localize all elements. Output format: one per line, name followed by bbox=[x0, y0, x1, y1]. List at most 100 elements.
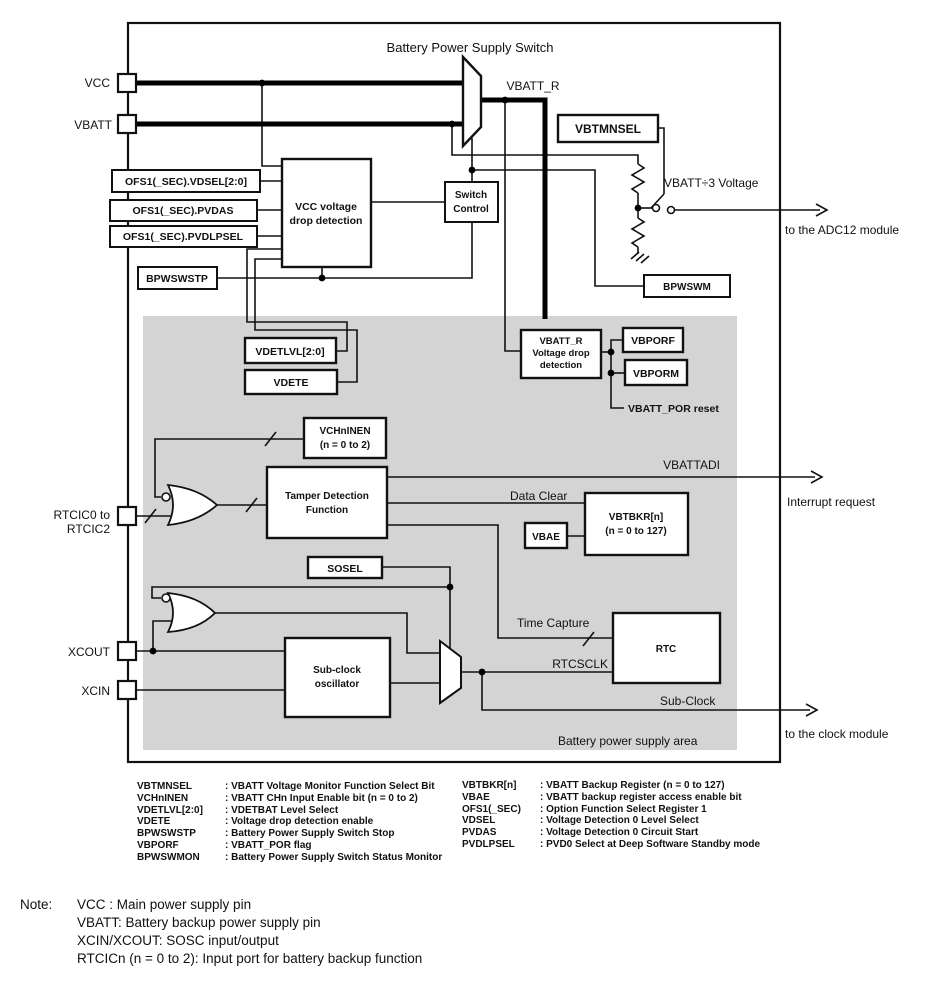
junction-dot bbox=[607, 348, 615, 356]
box-vbae bbox=[523, 521, 569, 550]
box-switch-control bbox=[444, 181, 499, 223]
box-label-vbporm: VBPORM bbox=[633, 368, 679, 380]
box-label-subclock-osc-1: Sub-clock bbox=[313, 665, 361, 676]
box-label-vbtbkr-1: VBTBKR[n] bbox=[609, 512, 663, 523]
pin-vbatt bbox=[116, 113, 138, 135]
note-line: VBATT: Battery backup power supply pin bbox=[77, 915, 321, 930]
legend-term: VBTBKR[n] bbox=[462, 780, 517, 791]
pin-rtcic bbox=[116, 505, 138, 527]
legend-row: VDETE: Voltage drop detection enable bbox=[137, 816, 442, 828]
box-vbtbkr bbox=[583, 491, 690, 557]
pin-vcc bbox=[116, 72, 138, 94]
arrow-icon bbox=[810, 470, 824, 484]
label-vbattadi: VBATTADI bbox=[663, 458, 720, 472]
invert-bubble-icon bbox=[161, 492, 171, 502]
box-rtc bbox=[611, 611, 722, 685]
pin-label-xcout: XCOUT bbox=[68, 645, 111, 659]
legend-term: PVDLPSEL bbox=[462, 838, 515, 850]
switch-contact bbox=[666, 205, 676, 215]
box-label-vbattr-drop-2: Voltage drop bbox=[532, 348, 590, 359]
note-line: VCC : Main power supply pin bbox=[77, 897, 252, 912]
box-label-vdetlvl: VDETLVL[2:0] bbox=[255, 346, 324, 358]
legend-desc: : PVD0 Select at Deep Software Standby m… bbox=[540, 838, 761, 850]
resistor-icon bbox=[630, 163, 646, 194]
legend-desc: : VBATT Backup Register (n = 0 to 127) bbox=[540, 780, 725, 791]
label-battery-area: Battery power supply area bbox=[558, 734, 698, 748]
box-vbporf bbox=[621, 326, 685, 354]
legend-row: VBPORF : VBATT_POR flag bbox=[137, 840, 442, 852]
legend-term: BPWSWSTP bbox=[137, 828, 196, 840]
box-label-vchninen-1: VCHnINEN bbox=[319, 426, 370, 437]
box-label-sosel: SOSEL bbox=[327, 563, 363, 575]
legend-desc: : VDETBAT Level Select bbox=[225, 804, 339, 816]
junction-dots bbox=[149, 79, 642, 676]
box-label-rtc: RTC bbox=[656, 644, 677, 655]
box-bpwswstp bbox=[137, 266, 218, 290]
note-line: RTCICn (n = 0 to 2): Input port for batt… bbox=[77, 951, 423, 966]
legend-term: VBAE bbox=[462, 791, 490, 803]
legend-term: VBTMNSEL bbox=[137, 781, 192, 792]
legend-term: VDSEL bbox=[462, 815, 496, 827]
mux-battery-switch bbox=[461, 53, 483, 150]
box-label-subclock-osc-2: oscillator bbox=[315, 679, 360, 690]
box-vbattr-drop-detection bbox=[519, 328, 603, 380]
label-to-adc: to the ADC12 module bbox=[785, 223, 899, 237]
legend-right-column: VBTBKR[n] : VBATT Backup Register (n = 0 … bbox=[462, 780, 760, 851]
legend-term: VDETE bbox=[137, 816, 171, 828]
arrow-icon bbox=[815, 203, 829, 217]
junction-dot bbox=[478, 668, 486, 676]
box-label-vbattr-drop-1: VBATT_R bbox=[539, 336, 582, 347]
pin-xcin bbox=[116, 679, 138, 701]
box-label-vchninen-2: (n = 0 to 2) bbox=[320, 440, 370, 451]
junction-dot bbox=[318, 274, 326, 282]
note-label: Note: bbox=[20, 897, 53, 912]
box-label-switch-control-1: Switch bbox=[455, 190, 487, 201]
label-to-clock: to the clock module bbox=[785, 727, 889, 741]
wire-gate2-lower-input bbox=[152, 620, 172, 651]
legend-row: BPWSWMON: Battery Power Supply Switch St… bbox=[137, 852, 442, 864]
legend-desc: : Battery Power Supply Switch Status Mon… bbox=[225, 851, 443, 863]
box-tamper-detection bbox=[265, 465, 389, 540]
wire-bpwswstp bbox=[217, 222, 473, 279]
wire-sosel-select bbox=[382, 566, 451, 648]
wire-vdetlvl-link bbox=[246, 248, 348, 352]
pin-label-rtcic-1: RTCIC0 to bbox=[54, 508, 111, 522]
box-label-vbtmnsel: VBTMNSEL bbox=[575, 122, 641, 136]
box-ofs-vdsel bbox=[111, 169, 261, 193]
legend-row: BPWSWSTP: Battery Power Supply Switch St… bbox=[137, 828, 442, 840]
label-vbatt-por-reset: VBATT_POR reset bbox=[628, 403, 719, 415]
box-subclock-oscillator bbox=[283, 636, 392, 719]
legend-desc: : VBATT backup register access enable bi… bbox=[540, 791, 742, 803]
pin-label-rtcic-2: RTCIC2 bbox=[67, 522, 110, 536]
legend-row: PVDLPSEL : PVD0 Select at Deep Software S… bbox=[462, 839, 760, 851]
box-label-vbporf: VBPORF bbox=[631, 335, 675, 347]
legend-row: VBAE : VBATT backup register access enabl… bbox=[462, 792, 760, 804]
legend-row: VBTBKR[n] : VBATT Backup Register (n = 0 … bbox=[462, 780, 760, 792]
box-label-vbtbkr-2: (n = 0 to 127) bbox=[605, 526, 666, 537]
legend-desc: : VBATT CHn Input Enable bit (n = 0 to 2… bbox=[225, 792, 418, 804]
legend-row: VDSEL: Voltage Detection 0 Level Select bbox=[462, 815, 760, 827]
labels: Battery Power Supply Switch VCC VBATT RT… bbox=[54, 40, 900, 748]
wire-vchninen-enable bbox=[154, 438, 304, 498]
note-line: XCIN/XCOUT: SOSC input/output bbox=[77, 933, 279, 948]
box-bpwswm bbox=[643, 274, 731, 298]
junction-dot bbox=[446, 583, 454, 591]
bus-slashes bbox=[144, 431, 595, 647]
legend-desc: : VBATT_POR flag bbox=[225, 839, 312, 851]
invert-bubble-icon bbox=[161, 593, 171, 603]
legend-term: OFS1(_SEC) bbox=[462, 803, 521, 815]
label-vbatt-div3: VBATT÷3 Voltage bbox=[664, 176, 759, 190]
arrowheads bbox=[805, 203, 829, 717]
box-label-ofs-vdsel: OFS1(_SEC).VDSEL[2:0] bbox=[125, 176, 247, 188]
legend-row: VDETLVL[2:0]: VDETBAT Level Select bbox=[137, 805, 442, 817]
legend-term: VCHnINEN bbox=[137, 792, 189, 804]
box-label-vbae: VBAE bbox=[532, 532, 560, 543]
box-label-tamper-1: Tamper Detection bbox=[285, 491, 369, 502]
legend-desc: : VBATT Voltage Monitor Function Select … bbox=[225, 781, 435, 792]
legend-term: VBPORF bbox=[137, 839, 179, 851]
legend-desc: : Option Function Select Register 1 bbox=[540, 803, 707, 815]
or-gate-sosc bbox=[161, 591, 217, 634]
pin-label-xcin: XCIN bbox=[81, 684, 110, 698]
wire-subclock-out bbox=[481, 672, 810, 711]
